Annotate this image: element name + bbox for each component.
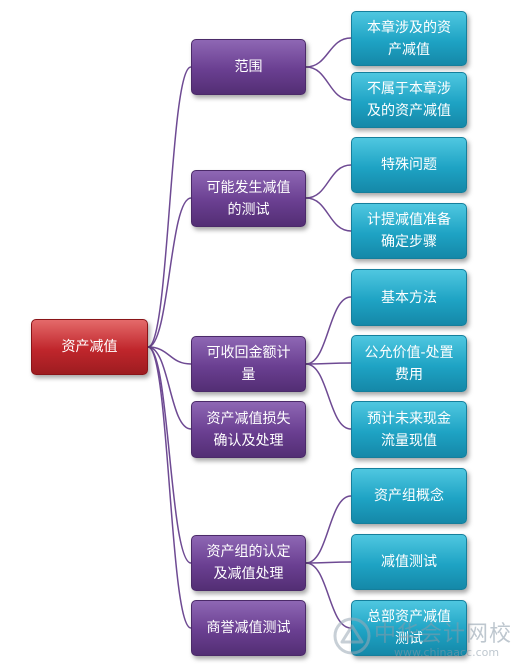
branch-leaf-connector [305,37,352,68]
root-branch-connector [147,346,192,365]
root-branch-connector [147,346,192,629]
branch-leaf-connector [305,561,352,564]
branch-leaf-connector [305,296,352,365]
leaf-node: 减值测试 [351,534,467,590]
root-branch-connector [147,346,192,430]
branch-leaf-connector [305,197,352,232]
leaf-node: 资产组概念 [351,468,467,524]
leaf-node: 特殊问题 [351,137,467,193]
leaf-node: 计提减值准备 确定步骤 [351,203,467,259]
branch-leaf-connector [305,164,352,199]
leaf-node: 本章涉及的资 产减值 [351,11,467,66]
branch-leaf-connector [305,362,352,365]
leaf-node: 预计未来现金 流量现值 [351,401,467,458]
leaf-node: 基本方法 [351,269,467,326]
branch-node-asset-group: 资产组的认定 及减值处理 [191,535,306,591]
branch-node-impairment-test: 可能发生减值 的测试 [191,170,306,227]
root-branch-connector [147,66,192,348]
leaf-node: 不属于本章涉 及的资产减值 [351,72,467,128]
branch-leaf-connector [305,66,352,101]
branch-leaf-connector [305,363,352,430]
branch-node-recoverable-amount: 可收回金额计 量 [191,336,306,392]
leaf-node: 公允价值-处置 费用 [351,335,467,392]
root-branch-connector [147,346,192,564]
branch-node-scope: 范围 [191,39,306,95]
branch-node-goodwill-test: 商誉减值测试 [191,600,306,656]
branch-leaf-connector [305,562,352,629]
leaf-node: 总部资产减值 测试 [351,600,467,656]
branch-leaf-connector [305,495,352,564]
root-node: 资产减值 [31,319,148,375]
branch-node-impairment-loss: 资产减值损失 确认及处理 [191,401,306,458]
root-branch-connector [147,197,192,348]
